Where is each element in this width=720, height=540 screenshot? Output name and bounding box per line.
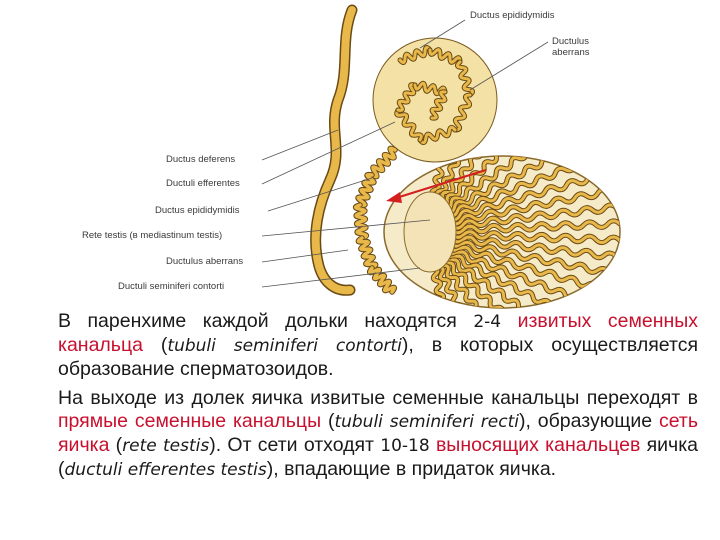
seminiferous-tubule-core xyxy=(450,219,620,235)
highlight-term: выносящих канальцев xyxy=(435,434,641,456)
latin-term: rete testis xyxy=(122,436,210,456)
number: 2-4 xyxy=(473,312,502,332)
latin-term: ductuli efferentes testis xyxy=(64,460,267,480)
seminiferous-tubule-core xyxy=(450,203,618,230)
seminiferous-tubule-core xyxy=(437,156,505,206)
testis-diagram: Ductus epididymidis Ductulus aberrans Du… xyxy=(82,4,621,309)
latin-term: tubuli seminiferi recti xyxy=(334,412,519,432)
label-rete-testis: Rete testis (в mediastinum testis) xyxy=(82,230,222,241)
label-ductuli-seminiferi: Ductuli seminiferi contorti xyxy=(118,281,224,292)
text: ( xyxy=(109,434,123,456)
paragraph-2: На выходе из долек яичка извитые семенны… xyxy=(58,387,698,482)
label-ductus-deferens: Ductus deferens xyxy=(166,154,235,165)
label-ductus-epididymidis: Ductus epididymidis xyxy=(155,205,240,216)
seminiferous-tubule-core xyxy=(448,244,600,290)
seminiferous-tubule-core xyxy=(436,258,506,308)
efferent-duct-coil-core xyxy=(428,48,462,64)
epididymis-coil-core xyxy=(367,266,397,294)
text: ( xyxy=(142,334,168,356)
epididymis-coil-core xyxy=(353,203,369,240)
seminiferous-tubule-core xyxy=(450,235,618,260)
seminiferous-tubule-core xyxy=(439,156,529,208)
seminiferous-tubule-core xyxy=(449,187,611,226)
text: ), в которых осуществляется образование … xyxy=(58,334,699,380)
highlight-term: сеть яичка xyxy=(58,410,699,456)
label-aberrans: aberrans xyxy=(552,47,590,58)
label-ductuli-efferentes: Ductuli efferentes xyxy=(166,178,240,189)
text: яичка ( xyxy=(58,434,698,480)
seminiferous-tubule-core xyxy=(446,248,586,304)
number: 10-18 xyxy=(380,436,430,456)
text: ), впадающие в придаток яичка. xyxy=(266,458,557,480)
text: ), образующие xyxy=(519,410,659,432)
label-ductulus: Ductulus xyxy=(552,36,589,47)
efferent-duct-coil-core xyxy=(455,60,475,97)
highlight-term: извитых семенных канальца xyxy=(58,310,698,356)
efferent-duct-coil-core xyxy=(395,108,423,142)
efferent-duct-coil-core xyxy=(430,90,447,120)
efferent-duct-coil-core xyxy=(398,46,432,64)
text: На выходе из долек яичка извитые семенны… xyxy=(58,387,698,409)
red-arrow xyxy=(386,169,487,203)
seminiferous-tubule-core xyxy=(450,230,620,245)
text: ( xyxy=(321,410,335,432)
seminiferous-tubule-core xyxy=(439,256,529,308)
efferent-duct-coil-core xyxy=(396,83,417,112)
highlight-term: прямые семенные канальцы xyxy=(58,410,322,432)
efferent-duct-coil-core xyxy=(418,125,457,145)
label-ductus-epididymidis-top: Ductus epididymidis xyxy=(470,10,555,21)
efferent-duct-coil-core xyxy=(453,93,472,132)
seminiferous-tubule-core xyxy=(446,159,586,218)
latin-term: tubuli seminiferi contorti xyxy=(167,336,402,356)
epididymis-coil-core xyxy=(356,172,376,208)
epididymis-coil-core xyxy=(356,236,378,270)
text xyxy=(501,310,517,332)
seminiferous-tubule-core xyxy=(442,254,550,308)
epididymis-coil-core xyxy=(370,146,397,179)
label-ductulus-aberrans: Ductulus aberrans xyxy=(166,256,243,267)
seminiferous-tubule-core xyxy=(442,156,550,211)
text: ). От сети отходят xyxy=(209,434,381,456)
leader-lines xyxy=(261,19,549,288)
body-text: В паренхиме каждой дольки находятся 2-4 … xyxy=(58,310,698,488)
testis-illustration: Ductus epididymidis Ductulus aberrans Du… xyxy=(82,4,621,309)
epididymis-head xyxy=(372,37,498,163)
epididymis-body xyxy=(352,145,398,295)
seminiferous-tubule-core xyxy=(448,173,600,222)
text: В паренхиме каждой дольки находятся xyxy=(58,310,474,332)
seminiferous-tubule-core xyxy=(449,240,611,275)
paragraph-1: В паренхиме каждой дольки находятся 2-4 … xyxy=(58,310,698,381)
